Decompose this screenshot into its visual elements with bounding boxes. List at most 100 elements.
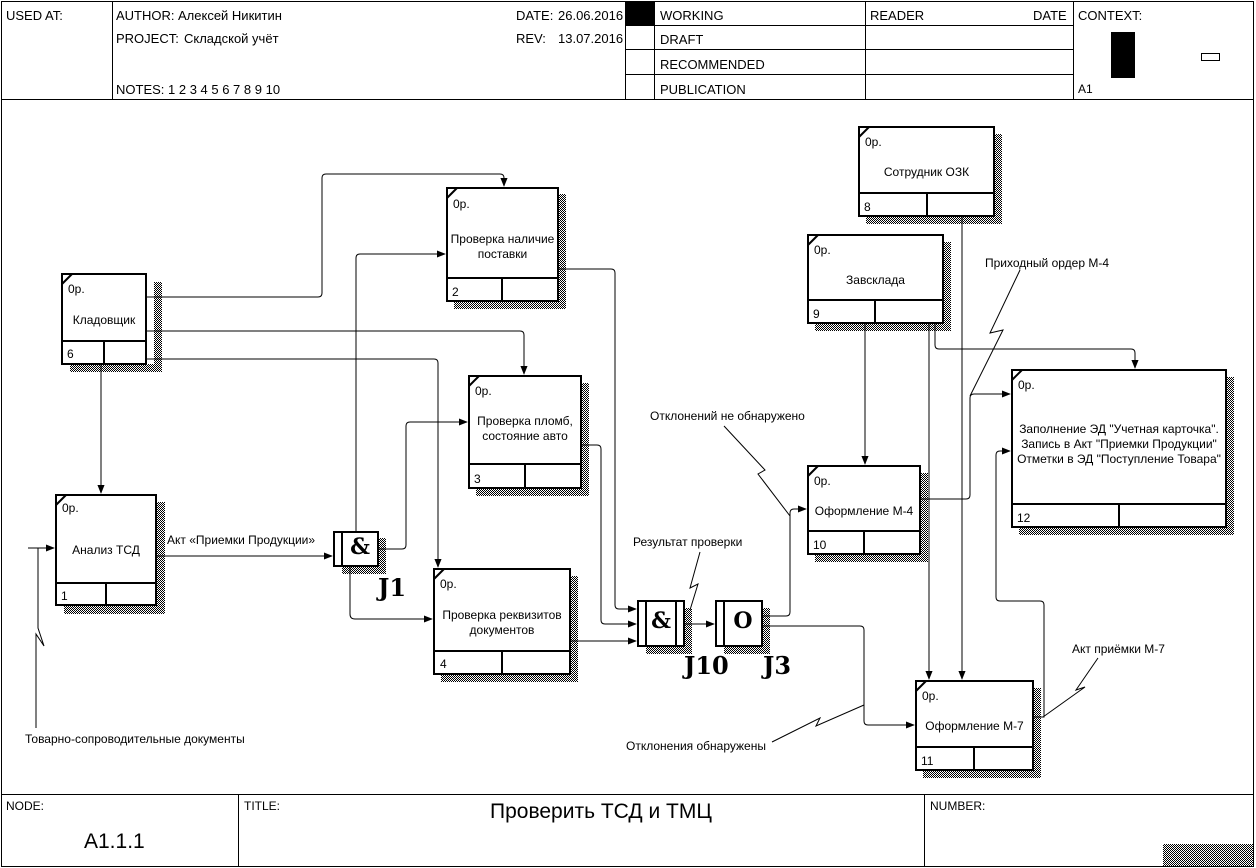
used-at-label: USED AT: <box>6 8 63 23</box>
box-shadows <box>64 134 1234 778</box>
activity-box-10[interactable] <box>807 465 921 555</box>
junction-j3-symbol: O <box>733 608 753 634</box>
rev-value: 13.07.2016 <box>558 31 624 46</box>
label-receipt-order: Приходный ордер М-4 <box>985 256 1109 270</box>
reader-label: READER <box>870 8 925 23</box>
box-2-cost: 0р. <box>453 197 470 211</box>
box-6-label: Кладовщик <box>72 313 136 327</box>
junction-j1-symbol: & <box>350 534 370 560</box>
arrow-j1-to-2 <box>355 250 446 531</box>
label-check-result: Результат проверки <box>633 535 743 549</box>
arrow-j1-to-3 <box>379 418 468 550</box>
activity-box-9[interactable] <box>807 234 944 324</box>
diagram-title: Проверить ТСД и ТМЦ <box>490 800 712 823</box>
footer-frame <box>1 794 1254 866</box>
junction-j1[interactable] <box>333 531 379 567</box>
box-9-number: 9 <box>813 307 820 321</box>
box-1-number: 1 <box>61 589 68 603</box>
project-label: PROJECT: <box>116 31 179 46</box>
arrow-3-to-j10 <box>582 444 637 628</box>
box-6-cost: 0р. <box>68 282 85 296</box>
squiggle-no-deviations <box>723 425 791 517</box>
junctions <box>342 538 770 654</box>
box-3-cost: 0р. <box>475 384 492 398</box>
title-label: TITLE: <box>244 799 281 813</box>
junction-j3-name: J3 <box>763 651 792 680</box>
label-act-acceptance: Акт «Приемки Продукции» <box>167 533 316 547</box>
reader-date-label: DATE <box>1033 8 1067 23</box>
box-4-label: Проверка реквизитов документов <box>442 608 562 637</box>
activity-box-3[interactable] <box>468 375 582 489</box>
box-10-number: 10 <box>813 538 827 552</box>
status-recommended[interactable]: RECOMMENDED <box>660 57 765 72</box>
box-3-label: Проверка пломб, состояние авто <box>477 414 573 443</box>
box-8-number: 8 <box>864 200 871 214</box>
activity-box-6[interactable] <box>61 273 147 365</box>
box-9-label: Завсклада <box>846 273 905 287</box>
arrows <box>28 173 1139 743</box>
arrow-kladovshik-to-3 <box>147 330 528 375</box>
box-3-number: 3 <box>474 472 481 486</box>
box-11-label: Оформление М-7 <box>925 719 1024 733</box>
arrow-9-to-12 <box>934 324 1139 369</box>
box-10-label: Оформление М-4 <box>814 504 914 518</box>
number-label: NUMBER: <box>930 799 986 813</box>
rev-label: REV: <box>516 31 546 46</box>
arrow-11-to-12 <box>995 447 1045 718</box>
activity-box-12[interactable] <box>1011 369 1227 528</box>
box-2-label: Проверка наличие поставки <box>450 232 555 261</box>
junction-j3[interactable] <box>715 600 763 647</box>
arrow-2-to-j10 <box>559 268 637 613</box>
junction-j10[interactable] <box>637 600 685 647</box>
status-publication[interactable]: PUBLICATION <box>660 82 746 97</box>
status-draft[interactable]: DRAFT <box>660 32 704 47</box>
box-8-cost: 0р. <box>865 135 882 149</box>
project-value: Складской учёт <box>184 31 279 46</box>
label-act-m7: Акт приёмки М-7 <box>1072 642 1165 656</box>
arrow-10-to-12 <box>921 390 1011 500</box>
box-12-cost: 0р. <box>1018 378 1035 392</box>
date-value: 26.06.2016 <box>558 8 624 23</box>
author-label: AUTHOR: <box>116 8 175 23</box>
box-12-label: Заполнение ЭД "Учетная карточка". Запись… <box>1017 422 1221 466</box>
junction-j10-symbol: & <box>651 608 671 634</box>
footer-shade <box>1163 844 1253 866</box>
notes-label[interactable]: NOTES: 1 2 3 4 5 6 7 8 9 10 <box>116 82 281 97</box>
label-deviations-found: Отклонения обнаружены <box>626 739 766 753</box>
squiggle-check-result <box>689 551 701 611</box>
arrow-j3-to-10 <box>763 505 807 617</box>
context-sibling-box <box>1201 53 1220 61</box>
box-1-cost: 0р. <box>62 501 79 515</box>
arrow-tsd-squiggle <box>35 548 45 728</box>
label-no-deviations: Отклонений не обнаружено <box>650 409 805 423</box>
activity-box-4[interactable] <box>433 568 571 675</box>
activity-box-2[interactable] <box>446 187 559 302</box>
box-2-number: 2 <box>452 285 459 299</box>
arrow-kladovshik-to-2 <box>147 173 508 298</box>
activity-box-8[interactable] <box>858 126 995 217</box>
arrow-kladovshik-to-4 <box>147 358 442 568</box>
box-9-cost: 0р. <box>814 243 831 257</box>
box-11-number: 11 <box>921 754 934 768</box>
junction-j10-name: J10 <box>684 651 729 680</box>
box-4-cost: 0р. <box>440 577 457 591</box>
box-11-cost: 0р. <box>922 689 939 703</box>
context-parent-box <box>1111 32 1135 78</box>
date-label: DATE: <box>516 8 554 23</box>
box-12-number: 12 <box>1017 511 1031 525</box>
label-tsd-documents: Товарно-сопроводительные документы <box>25 732 245 746</box>
context-node: A1 <box>1078 82 1093 96</box>
activity-box-1[interactable] <box>55 494 157 606</box>
box-4-number: 4 <box>440 657 447 671</box>
node-label: NODE: <box>6 799 45 813</box>
box-1-label: Анализ ТСД <box>72 543 140 557</box>
box-6-number: 6 <box>67 347 74 361</box>
junction-j1-name: J1 <box>378 573 407 602</box>
activity-box-11[interactable] <box>915 680 1034 771</box>
node-value: A1.1.1 <box>84 830 145 853</box>
box-10-cost: 0р. <box>814 474 831 488</box>
arrow-j1-to-4 <box>349 567 433 623</box>
status-working[interactable]: WORKING <box>660 8 724 23</box>
squiggle-act-m7 <box>1042 657 1099 718</box>
